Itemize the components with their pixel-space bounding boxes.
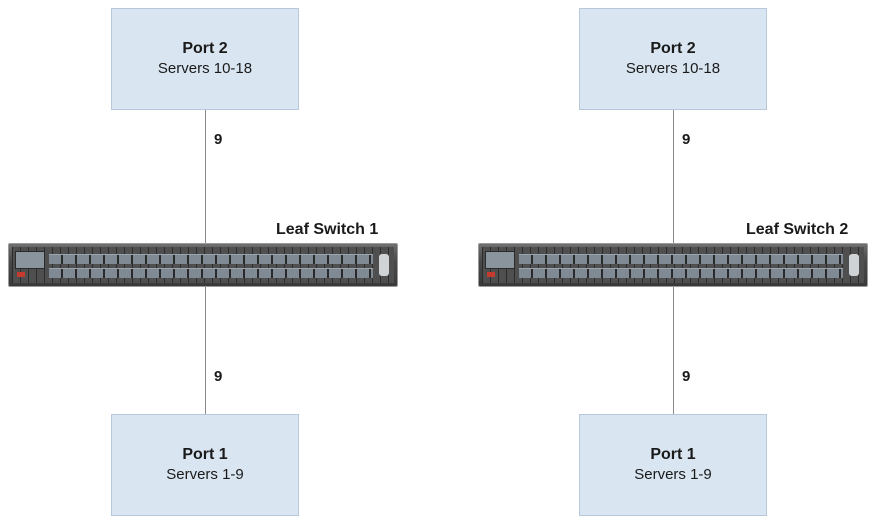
port-servers: Servers 1-9 [166,465,244,485]
switch-control-handle [849,254,859,276]
right-leaf-switch [478,243,868,287]
right-lower-link [673,287,674,414]
left-switch-label: Leaf Switch 1 [276,221,378,239]
right-switch-label: Leaf Switch 2 [746,221,848,239]
port-servers: Servers 10-18 [626,59,720,79]
right-lower-link-count: 9 [682,368,690,385]
management-ports [15,251,45,269]
left-lower-link [205,287,206,414]
port-title: Port 1 [650,445,695,465]
left-upper-link [205,110,206,244]
port-title: Port 2 [182,39,227,59]
port-row-lower [519,268,843,278]
right-port2-box: Port 2 Servers 10-18 [579,8,767,110]
status-led [487,272,495,277]
right-upper-link [673,110,674,244]
right-port1-box: Port 1 Servers 1-9 [579,414,767,516]
port-title: Port 1 [182,445,227,465]
management-ports [485,251,515,269]
left-port1-box: Port 1 Servers 1-9 [111,414,299,516]
left-port2-box: Port 2 Servers 10-18 [111,8,299,110]
port-servers: Servers 1-9 [634,465,712,485]
port-row-lower [49,268,373,278]
switch-control-handle [379,254,389,276]
status-led [17,272,25,277]
port-servers: Servers 10-18 [158,59,252,79]
left-upper-link-count: 9 [214,131,222,148]
port-row-upper [49,254,373,264]
right-upper-link-count: 9 [682,131,690,148]
port-row-upper [519,254,843,264]
left-leaf-switch [8,243,398,287]
left-lower-link-count: 9 [214,368,222,385]
port-title: Port 2 [650,39,695,59]
